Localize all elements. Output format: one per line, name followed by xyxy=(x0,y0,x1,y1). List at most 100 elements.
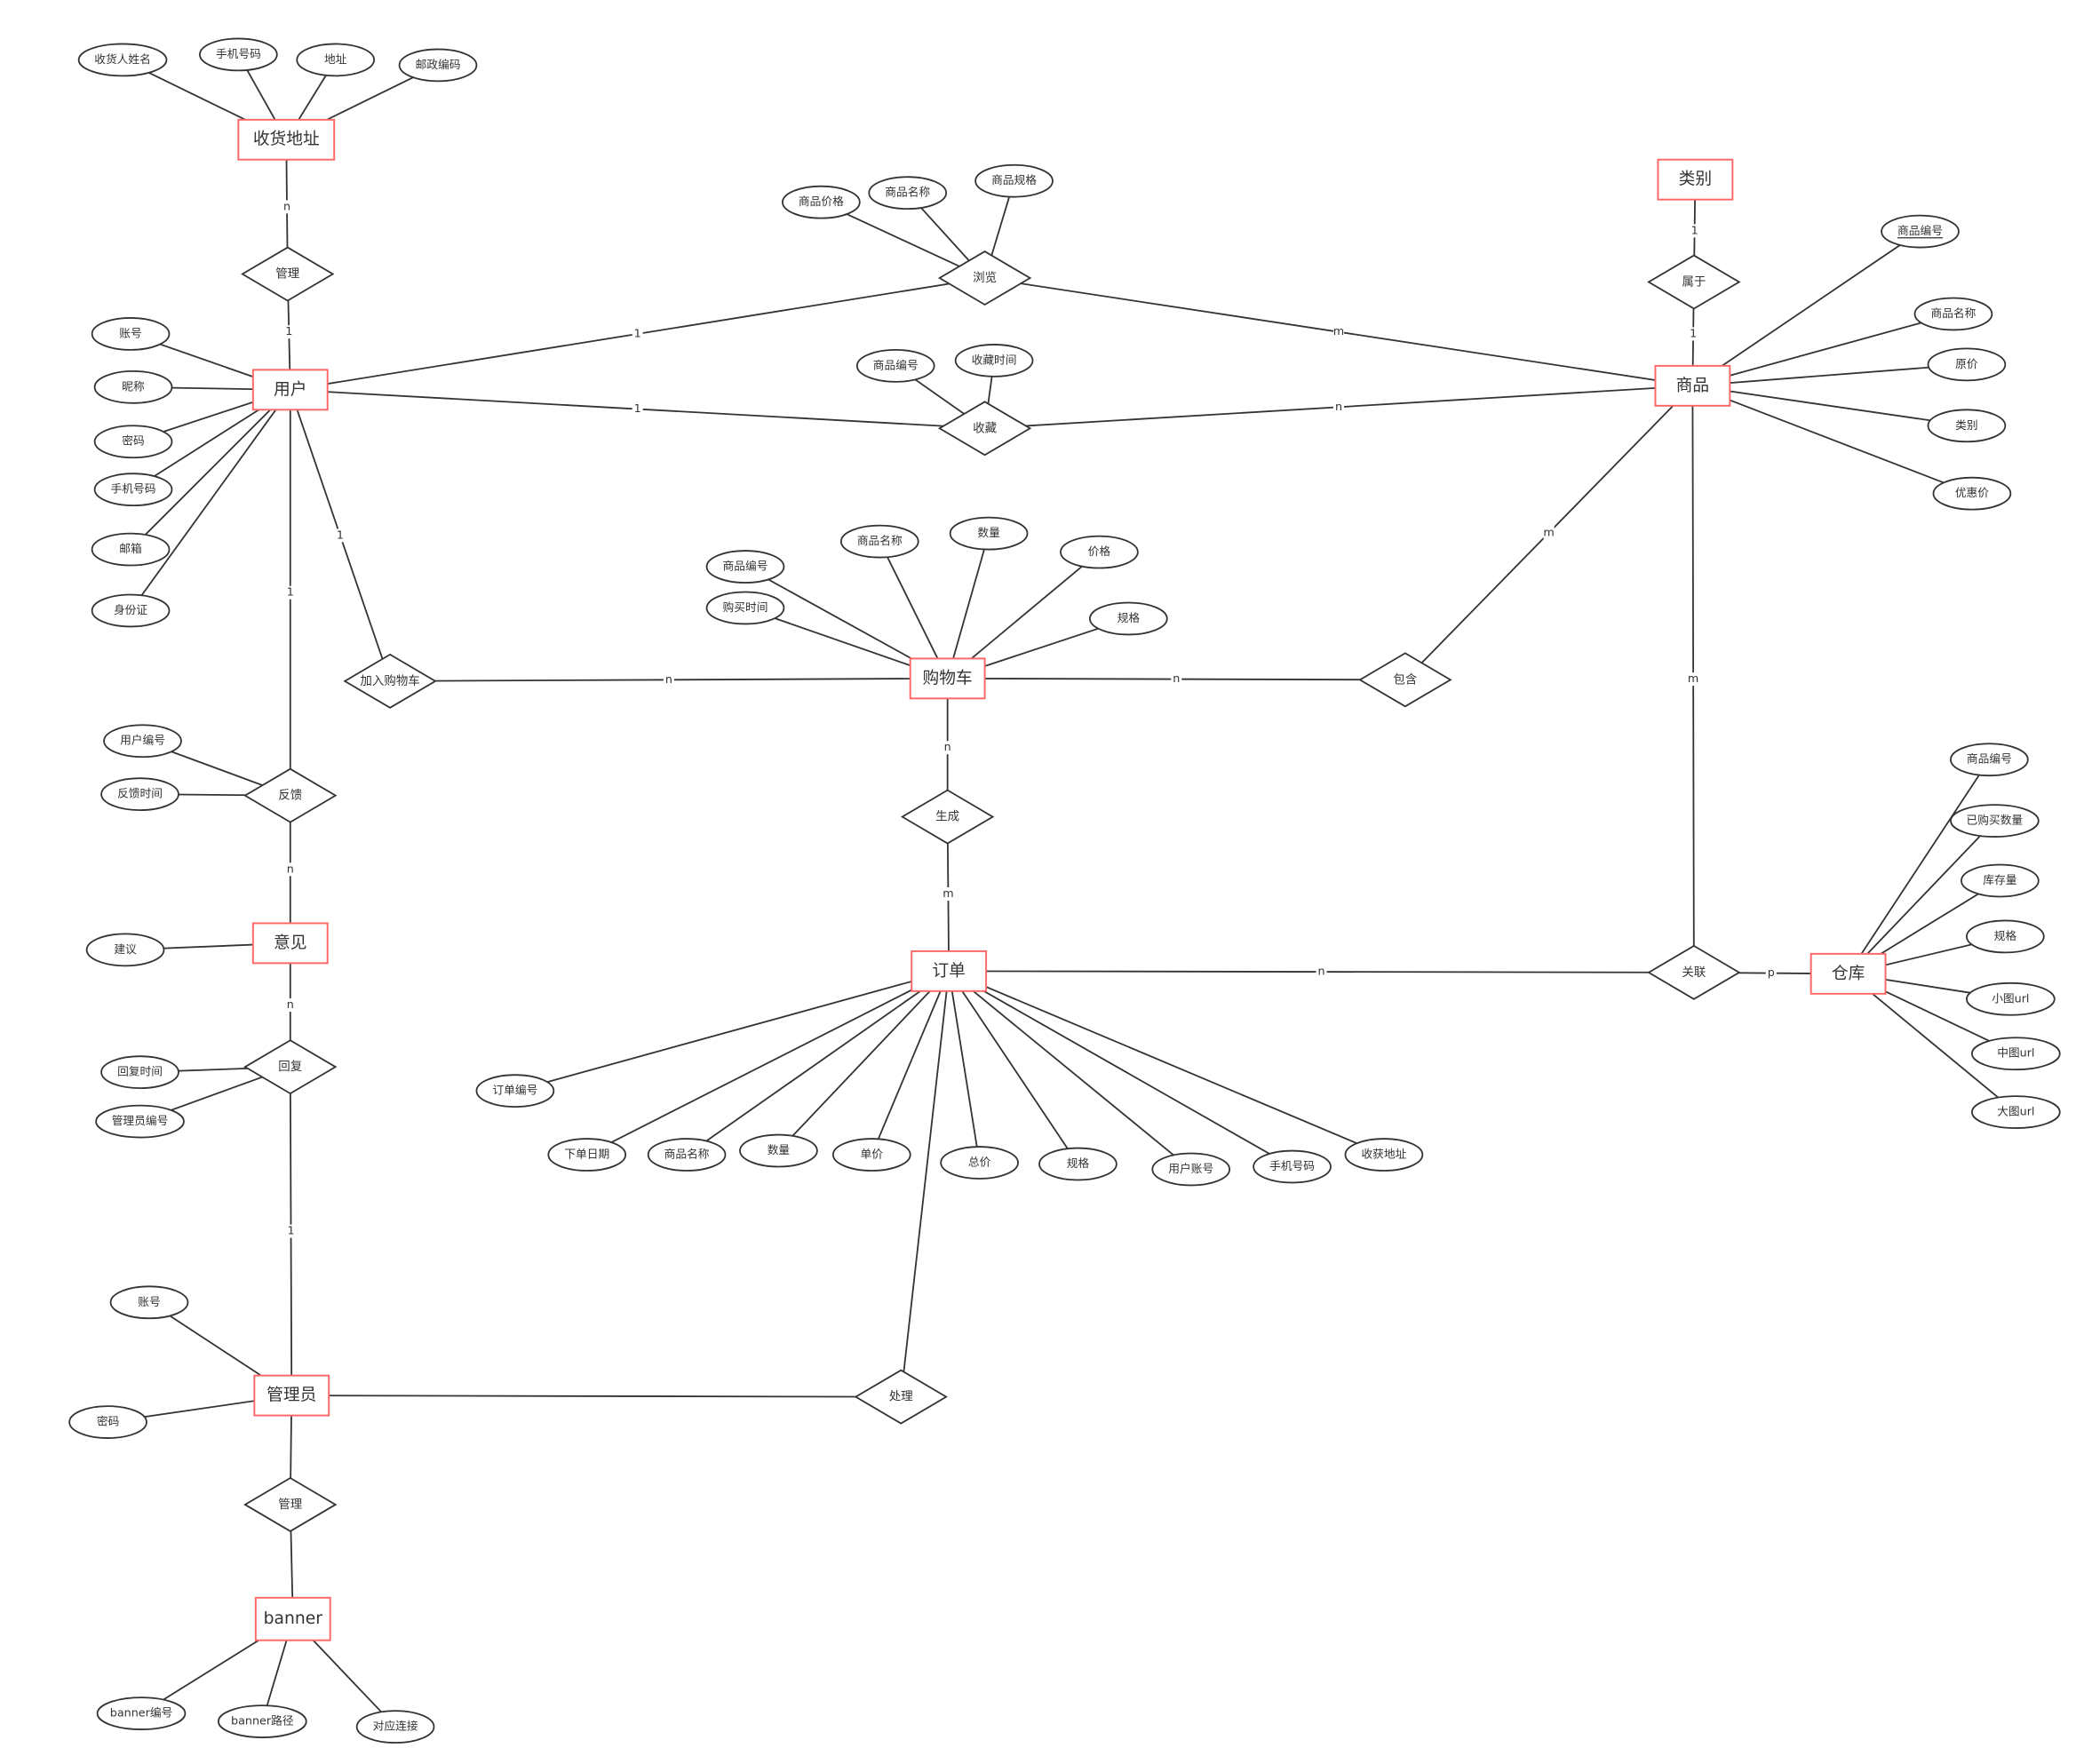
attribute-a_br1[interactable]: 商品价格 xyxy=(782,185,861,219)
attribute-a_w1[interactable]: 商品编号 xyxy=(1950,743,2029,777)
relationship-r_manage_addr[interactable]: 管理 xyxy=(241,246,335,302)
attribute-a_fb2[interactable]: 反馈时间 xyxy=(100,777,179,812)
attribute-a_c4[interactable]: 数量 xyxy=(949,516,1029,551)
attribute-a_ad1[interactable]: 账号 xyxy=(109,1285,189,1320)
attribute-a_w4[interactable]: 规格 xyxy=(1966,919,2045,954)
attribute-a_c5[interactable]: 价格 xyxy=(1060,535,1139,569)
relationship-r_handle[interactable]: 处理 xyxy=(854,1369,948,1425)
attribute-a_w2[interactable]: 已购买数量 xyxy=(1950,804,2040,838)
attribute-label: 库存量 xyxy=(1983,873,2016,887)
attribute-a_fav1[interactable]: 商品编号 xyxy=(855,349,935,383)
attribute-a_w5[interactable]: 小图url xyxy=(1966,981,2056,1016)
attribute-a_addr4[interactable]: 邮政编码 xyxy=(398,48,478,83)
entity-cart[interactable]: 购物车 xyxy=(909,657,986,700)
attribute-a_ad2[interactable]: 密码 xyxy=(68,1405,147,1439)
entity-opinion[interactable]: 意见 xyxy=(251,922,329,965)
entity-box xyxy=(1657,158,1734,201)
attribute-ellipse xyxy=(475,1074,555,1108)
attribute-label: banner编号 xyxy=(110,1707,172,1720)
attribute-a_addr3[interactable]: 地址 xyxy=(296,43,376,77)
attribute-a_g2[interactable]: 商品名称 xyxy=(1913,297,1993,331)
relationship-r_reply[interactable]: 回复 xyxy=(243,1039,338,1095)
relationship-r_fav[interactable]: 收藏 xyxy=(937,401,1032,457)
entity-order[interactable]: 订单 xyxy=(911,950,988,992)
attribute-a_o5[interactable]: 单价 xyxy=(831,1138,911,1172)
attribute-a_op1[interactable]: 建议 xyxy=(85,933,165,967)
attribute-a_o1[interactable]: 订单编号 xyxy=(475,1074,555,1108)
attribute-a_rp1[interactable]: 回复时间 xyxy=(100,1055,179,1090)
entity-addr[interactable]: 收货地址 xyxy=(237,118,336,161)
relationship-r_addcart[interactable]: 加入购物车 xyxy=(343,653,437,709)
attribute-ellipse xyxy=(547,1138,627,1172)
attribute-a_user2[interactable]: 昵称 xyxy=(93,369,173,404)
cardinality-text: 1 xyxy=(287,1225,294,1238)
attribute-a_br3[interactable]: 商品规格 xyxy=(974,163,1054,198)
attribute-a_user3[interactable]: 密码 xyxy=(93,425,173,459)
entity-box xyxy=(909,657,986,700)
attribute-a_o6[interactable]: 总价 xyxy=(940,1146,1019,1180)
attribute-ellipse xyxy=(1932,476,2012,511)
attribute-a_o7[interactable]: 规格 xyxy=(1038,1147,1118,1181)
attribute-a_g4[interactable]: 类别 xyxy=(1927,409,2007,443)
attribute-a_c6[interactable]: 规格 xyxy=(1089,601,1168,636)
entity-admin[interactable]: 管理员 xyxy=(253,1374,330,1417)
attribute-ellipse xyxy=(355,1710,435,1744)
attribute-a_fav2[interactable]: 收藏时间 xyxy=(954,344,1034,377)
attribute-a_o9[interactable]: 手机号码 xyxy=(1253,1149,1332,1184)
attribute-a_o8[interactable]: 用户账号 xyxy=(1151,1152,1231,1187)
relationship-r_belong[interactable]: 属于 xyxy=(1647,254,1741,310)
attribute-a_o4[interactable]: 数量 xyxy=(739,1133,818,1168)
entity-category[interactable]: 类别 xyxy=(1657,158,1734,201)
cardinality-label-background xyxy=(285,1224,297,1238)
attribute-ellipse xyxy=(940,1146,1019,1180)
relationship-r_manage_banner[interactable]: 管理 xyxy=(243,1476,338,1532)
relationship-r_contain[interactable]: 包含 xyxy=(1358,652,1452,708)
attribute-a_c3[interactable]: 商品名称 xyxy=(839,524,919,559)
entity-goods[interactable]: 商品 xyxy=(1654,364,1731,407)
cardinality-label: m xyxy=(1333,325,1344,338)
entity-label: 购物车 xyxy=(923,669,973,687)
attribute-a_w7[interactable]: 大图url xyxy=(1971,1095,2061,1129)
attribute-ellipse xyxy=(1151,1152,1231,1187)
attribute-a_user6[interactable]: 身份证 xyxy=(91,593,171,628)
relationship-r_generate[interactable]: 生成 xyxy=(900,789,995,845)
cardinality-text: n xyxy=(944,741,951,754)
attribute-a_o10[interactable]: 收获地址 xyxy=(1344,1138,1424,1172)
attribute-a_rp2[interactable]: 管理员编号 xyxy=(95,1104,185,1139)
attribute-a_b2[interactable]: banner路径 xyxy=(217,1704,307,1738)
attribute-connector xyxy=(948,970,1293,1168)
attribute-a_addr1[interactable]: 收货人姓名 xyxy=(77,43,168,77)
attribute-a_o3[interactable]: 商品名称 xyxy=(647,1138,727,1172)
attribute-a_c2[interactable]: 购买时间 xyxy=(705,591,785,625)
cardinality-label-background xyxy=(284,998,296,1013)
attribute-a_g5[interactable]: 优惠价 xyxy=(1932,476,2012,511)
attribute-a_c1[interactable]: 商品编号 xyxy=(705,550,785,584)
attribute-a_b3[interactable]: 对应连接 xyxy=(355,1710,435,1744)
entity-warehouse[interactable]: 仓库 xyxy=(1810,952,1887,995)
attribute-a_user1[interactable]: 账号 xyxy=(91,317,171,351)
relationship-r_feedback[interactable]: 反馈 xyxy=(243,767,338,823)
attribute-a_fb1[interactable]: 用户编号 xyxy=(103,724,182,759)
relationship-label: 收藏 xyxy=(973,421,997,435)
relationship-r_browse[interactable]: 浏览 xyxy=(937,250,1032,306)
cardinality-label: 1 xyxy=(285,1224,297,1238)
attribute-a_br2[interactable]: 商品名称 xyxy=(868,176,948,211)
entity-banner[interactable]: banner xyxy=(254,1596,331,1641)
attribute-a_w3[interactable]: 库存量 xyxy=(1961,863,2040,898)
relationship-r_link[interactable]: 关联 xyxy=(1647,944,1741,1000)
attribute-a_b1[interactable]: banner编号 xyxy=(96,1696,187,1730)
attribute-a_user5[interactable]: 邮箱 xyxy=(91,532,171,567)
attribute-a_w6[interactable]: 中图url xyxy=(1971,1037,2061,1071)
entity-user[interactable]: 用户 xyxy=(251,369,329,411)
entity-label: banner xyxy=(264,1609,323,1628)
attribute-a_g1[interactable]: 商品编号 xyxy=(1881,214,1960,249)
attribute-a_addr2[interactable]: 手机号码 xyxy=(199,37,278,72)
attribute-ellipse xyxy=(855,349,935,383)
attribute-a_g3[interactable]: 原价 xyxy=(1927,347,2007,382)
cardinality-text: 1 xyxy=(285,325,292,338)
attribute-label: 商品名称 xyxy=(885,186,930,200)
attribute-a_user4[interactable]: 手机号码 xyxy=(93,473,173,507)
attribute-label: 规格 xyxy=(1994,929,2017,943)
cardinality-label-background xyxy=(334,528,346,543)
attribute-a_o2[interactable]: 下单日期 xyxy=(547,1138,627,1172)
